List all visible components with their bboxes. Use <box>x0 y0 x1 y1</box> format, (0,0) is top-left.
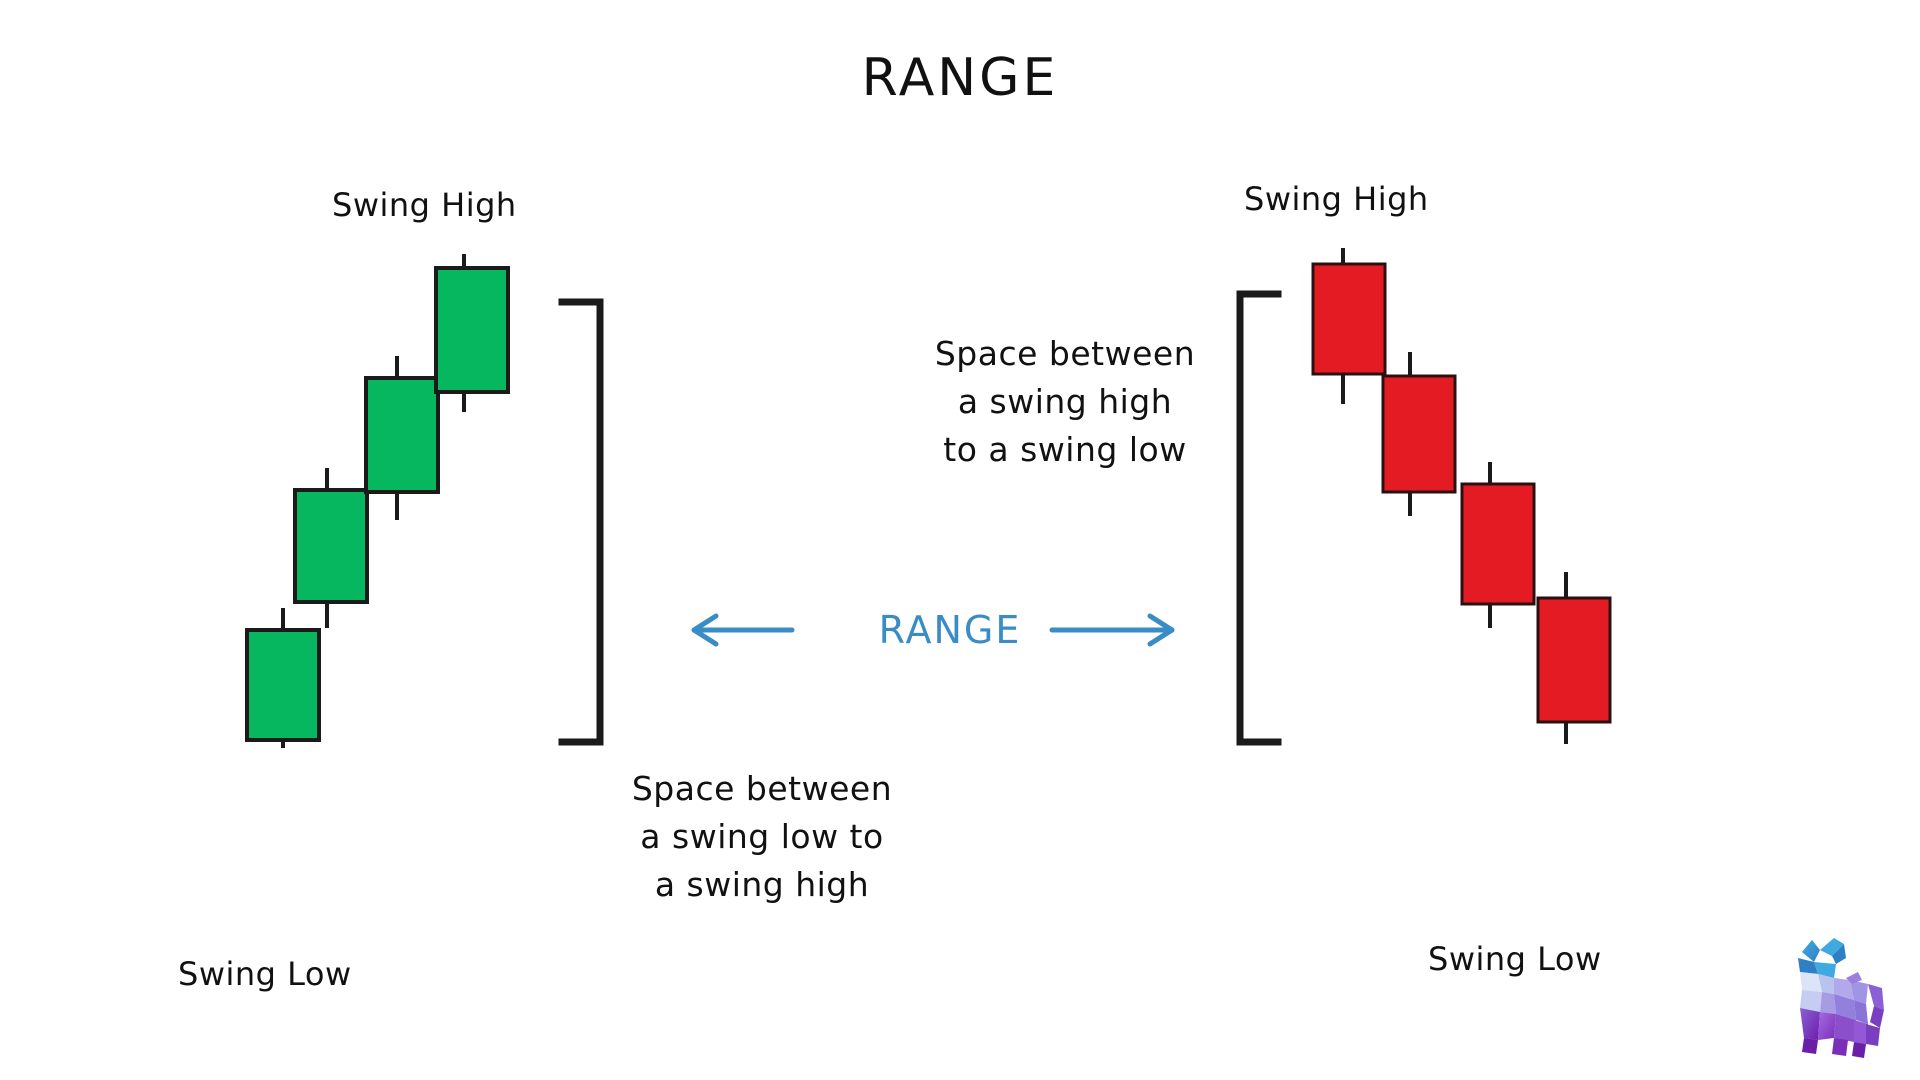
range-indicator-label: RANGE <box>878 608 1022 652</box>
bull-logo <box>1798 938 1884 1058</box>
right-swing-low-label: Swing Low <box>1428 940 1602 978</box>
left-swing-high-label: Swing High <box>332 186 517 224</box>
bearish-candle-2 <box>1381 352 1457 516</box>
bullish-candle-group <box>245 254 510 748</box>
bullish-candle-4 <box>434 254 510 412</box>
left-swing-low-label: Swing Low <box>178 955 352 993</box>
bottom-left-annotation: Space between a swing low to a swing hig… <box>631 769 893 905</box>
bearish-candle-4 <box>1536 572 1612 744</box>
page-title: RANGE <box>861 48 1059 108</box>
bearish-candle-group <box>1311 248 1612 744</box>
bullish-candle-2 <box>293 468 369 628</box>
bullish-candle-3 <box>364 356 440 520</box>
arrow-right-icon <box>1049 613 1175 647</box>
right-swing-high-label: Swing High <box>1244 180 1429 218</box>
arrow-left-icon <box>691 613 795 647</box>
top-right-annotation: Space between a swing high to a swing lo… <box>934 334 1196 470</box>
bearish-candle-1 <box>1311 248 1387 404</box>
bullish-candle-1 <box>245 608 321 748</box>
left-range-bracket <box>558 298 604 746</box>
right-range-bracket <box>1236 290 1282 746</box>
bearish-candle-3 <box>1460 462 1536 628</box>
